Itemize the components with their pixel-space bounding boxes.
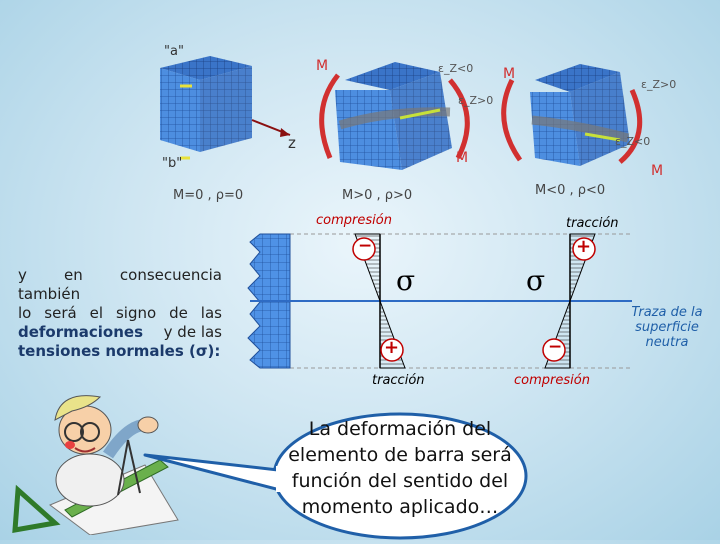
tensiones-normales-term: tensiones normales (σ): bbox=[18, 342, 221, 360]
bubble-message: La deformación del elemento de barra ser… bbox=[288, 418, 512, 518]
plus-sign-bottom-left: + bbox=[384, 337, 400, 358]
paragraph-line-1: y en consecuencia también bbox=[18, 266, 222, 303]
moment-arrow-right-mid bbox=[448, 78, 470, 160]
z-axis-label: z bbox=[288, 134, 296, 152]
neutral-surface-label: Traza de la superficie neutra bbox=[631, 305, 703, 350]
moment-label-1: M bbox=[316, 58, 329, 74]
caption-positive-moment: M>0 , ρ>0 bbox=[342, 188, 413, 203]
caption-negative-moment: M<0 , ρ<0 bbox=[535, 183, 606, 198]
minus-sign-bottom-right: − bbox=[548, 337, 563, 357]
label-compresion-bottom: compresión bbox=[514, 373, 590, 388]
moment-label-2: M bbox=[456, 150, 469, 166]
label-compresion-top: compresión bbox=[316, 213, 392, 228]
moment-label-3: M bbox=[503, 66, 516, 82]
sigma-right: σ bbox=[526, 264, 546, 297]
positive-moment-cube bbox=[335, 62, 452, 170]
sigma-left: σ bbox=[396, 264, 416, 297]
undeformed-cube bbox=[160, 56, 252, 160]
beam-deformation-figure bbox=[140, 40, 690, 210]
strain-positive-right-label: ε_Z>0 bbox=[641, 78, 677, 91]
speech-bubble bbox=[130, 400, 540, 540]
moment-arrow-left-mid bbox=[319, 73, 340, 159]
explanation-paragraph: y en consecuencia también lo será el sig… bbox=[18, 266, 222, 361]
caption-zero-moment: M=0 , ρ=0 bbox=[173, 188, 244, 203]
strain-positive-label: ε_Z>0 bbox=[458, 94, 494, 107]
point-b-label: "b" bbox=[162, 156, 183, 171]
strain-negative-right-label: ε_Z<0 bbox=[615, 135, 651, 148]
label-traccion-top: tracción bbox=[566, 216, 619, 231]
cartoon-engineer-illustration bbox=[10, 385, 180, 536]
moment-arrow-right-right bbox=[618, 88, 643, 164]
paragraph-line-3: y de las bbox=[163, 323, 222, 341]
strain-negative-label: ε_Z<0 bbox=[438, 62, 474, 75]
negative-moment-cube bbox=[530, 64, 630, 166]
deformaciones-term: deformaciones bbox=[18, 323, 144, 341]
point-a-label: "a" bbox=[164, 44, 184, 59]
moment-arrow-left-right bbox=[501, 78, 523, 162]
label-traccion-bottom: tracción bbox=[372, 373, 425, 388]
plus-sign-top-right: + bbox=[576, 236, 592, 257]
stress-diagram bbox=[230, 222, 640, 372]
moment-label-4: M bbox=[651, 163, 664, 179]
paragraph-line-2: lo será el signo de las bbox=[18, 304, 222, 322]
minus-sign-top-left: − bbox=[358, 236, 373, 256]
